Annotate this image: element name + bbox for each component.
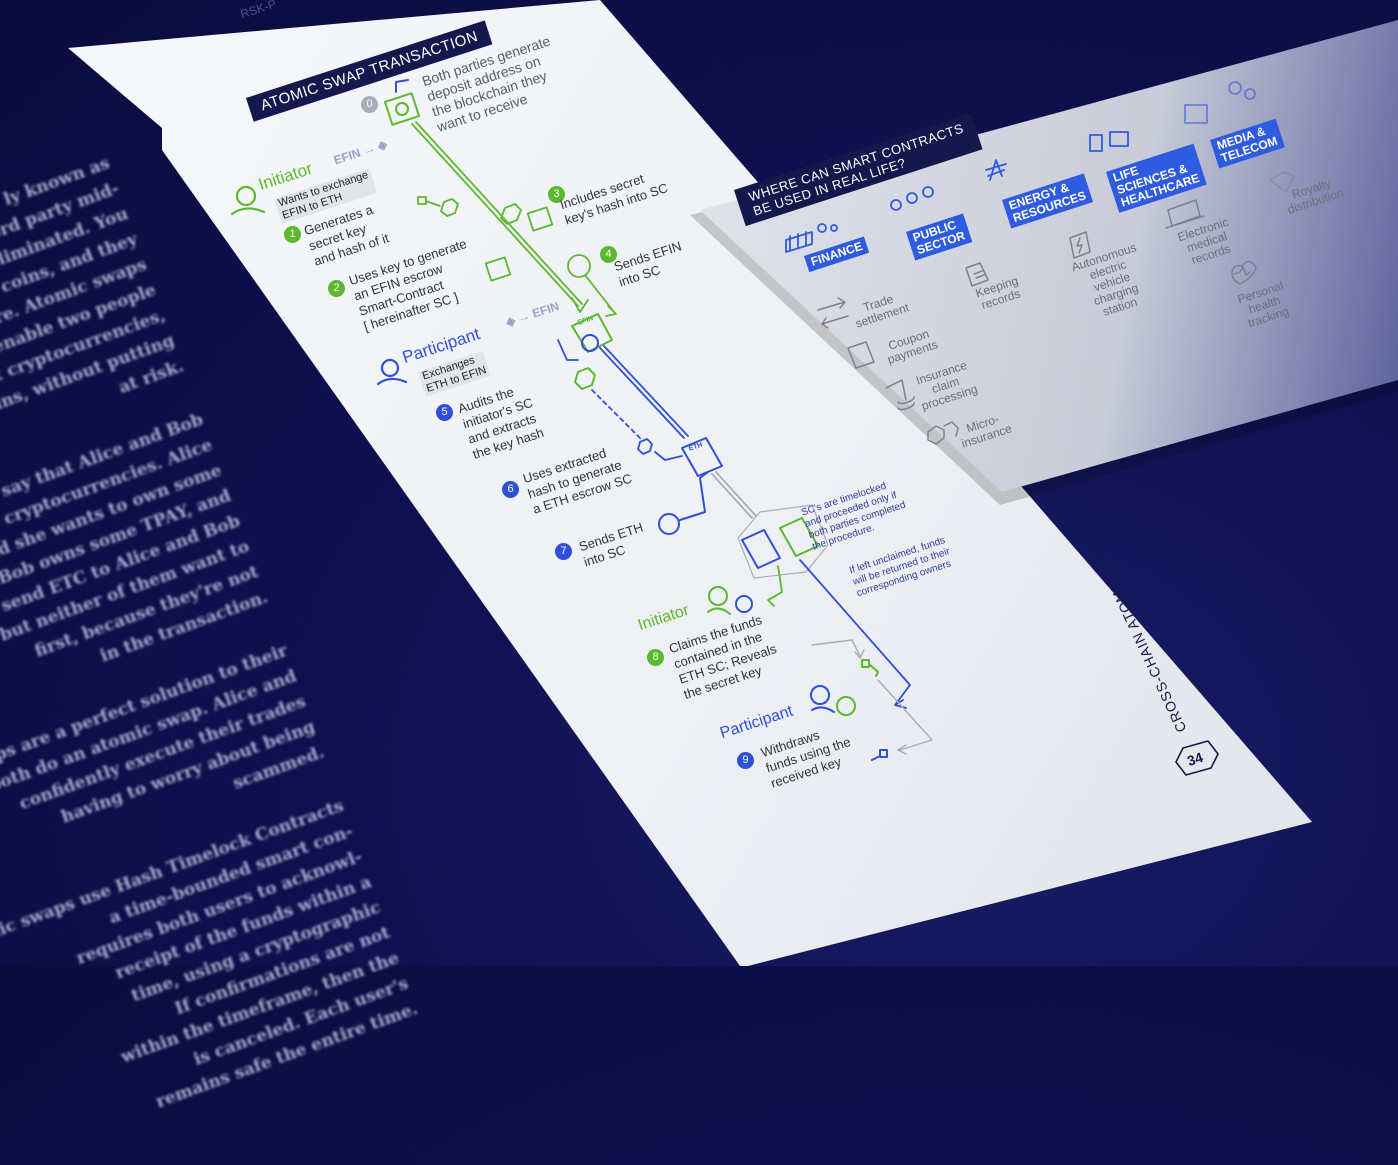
step-number-badge: 1 <box>284 226 301 243</box>
step-number-badge: 8 <box>647 649 664 666</box>
step-number-badge: 5 <box>436 404 453 421</box>
trade-arrows-icon <box>817 297 849 329</box>
step-number-badge: 2 <box>328 280 345 297</box>
arrow-head <box>571 297 589 313</box>
coin-icon <box>817 223 827 233</box>
step-number-badge: 7 <box>555 543 572 560</box>
eth-coin-small-icon <box>735 595 753 613</box>
key-transfer-connector <box>877 679 933 755</box>
coin-icon <box>830 224 838 232</box>
key-icon <box>417 196 459 217</box>
flow-line-dashed <box>591 389 643 441</box>
heart-icon <box>1231 260 1257 285</box>
participant-avatar-icon <box>376 358 408 386</box>
media-icon <box>1184 81 1256 124</box>
flow-line-participant <box>599 345 689 439</box>
efin-coin-small-icon <box>836 696 856 716</box>
efin-coin-icon <box>567 254 617 317</box>
participant-withdraw-icon <box>810 685 835 713</box>
medicine-icon <box>1089 131 1129 152</box>
eth-coin-icon <box>658 471 709 535</box>
power-tower-icon <box>985 159 1007 181</box>
step-number-badge: 0 <box>361 96 378 113</box>
ev-charger-icon <box>1069 231 1091 259</box>
step-number-badge: 9 <box>737 752 754 769</box>
claim-connector <box>767 565 783 607</box>
flow-diagram-lines <box>230 79 1295 776</box>
step-number-badge: 3 <box>548 186 565 203</box>
contract-icon <box>484 256 512 282</box>
records-icon <box>965 262 989 287</box>
secret-key-icon <box>861 659 879 677</box>
step-number-badge: 4 <box>600 246 617 263</box>
people-icon <box>890 186 934 211</box>
eth-contract-icon <box>681 437 723 477</box>
vault-icon <box>383 79 421 126</box>
hash-hexagon-icon <box>574 367 596 390</box>
hash-connector <box>654 451 683 461</box>
audit-connector <box>557 339 579 361</box>
key-hash-icon <box>500 203 554 232</box>
initiator-avatar-icon <box>230 185 266 216</box>
initiator-claim-icon <box>707 586 731 615</box>
received-key-icon <box>871 749 888 761</box>
hash-small-icon <box>637 438 653 455</box>
insurance-coins-icon <box>885 379 915 411</box>
page-number-hexagon <box>1175 740 1219 776</box>
coupon-icon <box>847 341 875 369</box>
step-number-badge: 6 <box>502 481 519 498</box>
bank-icon <box>785 231 813 253</box>
micro-insurance-icon <box>927 421 959 445</box>
flow-line-merge <box>711 471 757 519</box>
combined-contracts-icon <box>737 504 829 579</box>
key-reveal-connector <box>811 639 865 659</box>
diamond-icon <box>1269 171 1295 193</box>
audit-magnifier-icon <box>581 334 599 352</box>
flow-line-initiator <box>411 121 583 307</box>
laptop-icon <box>1165 199 1205 229</box>
